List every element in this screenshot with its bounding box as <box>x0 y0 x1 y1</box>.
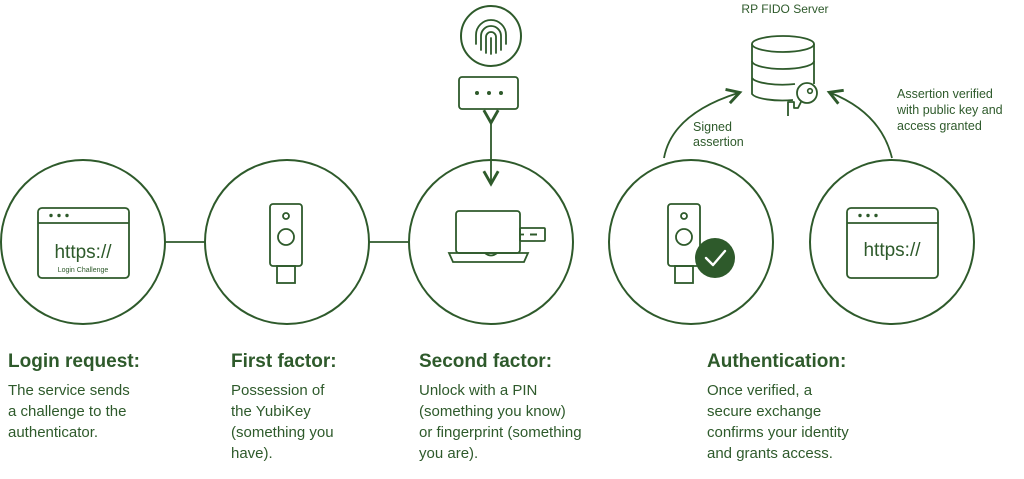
checkmark-icon <box>704 249 727 267</box>
browser-icon <box>37 207 130 279</box>
fingerprint-circle <box>460 5 522 67</box>
access-granted-circle <box>809 159 975 325</box>
login-request-circle <box>0 159 166 325</box>
step-login-request: Login request: The service sends a chall… <box>8 350 140 443</box>
second-factor-circle <box>408 159 574 325</box>
checkmark-badge <box>695 238 735 278</box>
verified-key-icon <box>667 203 701 284</box>
step-second-factor: Second factor: Unlock with a PIN (someth… <box>419 350 582 464</box>
step-title: Second factor: <box>419 351 553 372</box>
step-description: Once verified, a secure exchange confirm… <box>707 382 849 462</box>
pin-pad-icon <box>458 76 519 110</box>
signed-assertion-arrow <box>663 88 743 159</box>
pin-pad-dots <box>475 91 503 95</box>
key-icon <box>787 82 818 116</box>
login-browser-url: https:// <box>54 242 112 263</box>
final-browser-icon <box>846 207 939 279</box>
step-description: Possession of the YubiKey (something you… <box>231 382 334 462</box>
login-browser-subtitle: Login Challenge <box>58 267 109 274</box>
step-title: Authentication: <box>707 351 847 372</box>
step-first-factor: First factor: Possession of the YubiKey … <box>231 350 337 464</box>
step-description: The service sends a challenge to the aut… <box>8 382 130 441</box>
step-description: Unlock with a PIN (something you know) o… <box>419 382 582 462</box>
verified-assertion-arrow <box>826 88 893 159</box>
security-key-icon <box>269 203 303 284</box>
database-icon <box>751 35 815 102</box>
server-label: RP FIDO Server <box>741 2 828 16</box>
key-hole <box>806 87 814 95</box>
final-browser-url: https:// <box>863 240 921 261</box>
browser-dots-icon <box>49 213 69 218</box>
final-browser-dots-icon <box>858 213 878 218</box>
authentication-key-circle <box>608 159 774 325</box>
first-factor-circle <box>204 159 370 325</box>
fingerprint-icon <box>475 19 507 55</box>
laptop-icon <box>447 210 546 263</box>
step-authentication: Authentication: Once verified, a secure … <box>707 350 849 464</box>
step-title: Login request: <box>8 351 140 372</box>
step-title: First factor: <box>231 351 337 372</box>
